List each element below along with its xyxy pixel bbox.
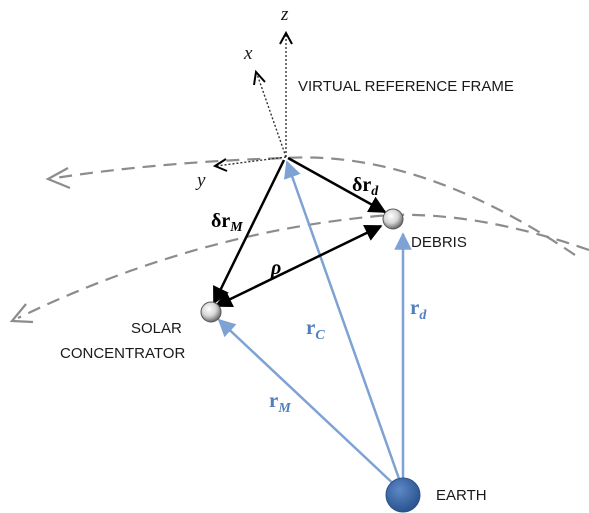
rho-label: ρ	[270, 257, 281, 279]
inner-orbit-arrowhead	[9, 303, 34, 324]
delta-rM-label: δrM	[211, 210, 243, 235]
delta-rd-label: δrd	[352, 174, 379, 199]
delta-rd-main: δr	[352, 174, 371, 196]
rd-sub: d	[419, 308, 427, 323]
relative-vectors	[212, 156, 387, 308]
outer-orbit-arc	[54, 156, 576, 256]
rM-main: r	[269, 388, 278, 412]
rd-main: r	[410, 295, 419, 319]
concentrator-label-line1: SOLAR	[131, 320, 182, 337]
concentrator-label-line2: CONCENTRATOR	[60, 345, 185, 362]
delta-rd-sub: d	[371, 184, 379, 199]
rho-vector	[214, 224, 383, 308]
delta-rd-vector	[287, 156, 387, 214]
debris-label: DEBRIS	[411, 234, 467, 251]
rd-label: rd	[410, 295, 427, 323]
y-axis-label: y	[195, 170, 206, 191]
rM-vector	[217, 318, 401, 491]
rC-label: rC	[306, 315, 325, 343]
z-axis-arrowhead	[279, 30, 293, 45]
x-axis	[256, 73, 287, 158]
earth-label: EARTH	[436, 487, 487, 504]
z-axis-label: z	[280, 4, 289, 25]
rC-sub: C	[315, 328, 325, 343]
frame-axes	[212, 30, 293, 172]
x-axis-label: x	[243, 43, 253, 64]
orbit-arcs	[9, 156, 589, 324]
rC-main: r	[306, 315, 315, 339]
delta-rM-sub: M	[229, 220, 243, 235]
x-axis-arrowhead	[253, 69, 266, 86]
earth-body	[385, 477, 421, 513]
frame-label: VIRTUAL REFERENCE FRAME	[298, 78, 514, 95]
solar-concentrator-body	[200, 301, 222, 323]
outer-orbit-arrowhead	[45, 167, 71, 190]
rM-sub: M	[277, 401, 291, 416]
inner-orbit-arc	[17, 213, 589, 319]
y-axis-arrowhead	[212, 158, 228, 172]
position-vectors	[217, 160, 412, 491]
delta-rM-main: δr	[211, 210, 230, 232]
debris-body	[382, 208, 404, 230]
rC-vector	[284, 160, 405, 491]
rM-label: rM	[269, 388, 291, 416]
